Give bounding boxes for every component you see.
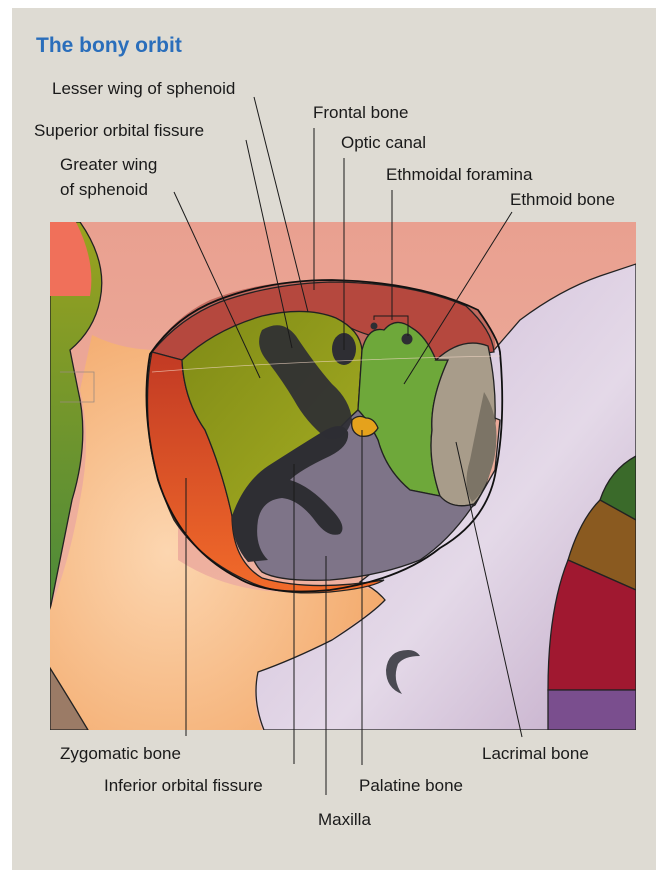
label-ethmoidal-foramina: Ethmoidal foramina xyxy=(386,165,533,184)
label-optic-canal: Optic canal xyxy=(341,133,426,152)
right-purple-region xyxy=(548,690,636,730)
label-greater-wing-line-2: of sphenoid xyxy=(60,180,148,199)
label-lesser-wing-of-sphenoid: Lesser wing of sphenoid xyxy=(52,79,235,98)
label-zygomatic-bone: Zygomatic bone xyxy=(60,744,181,763)
anterior-ethmoidal-foramen xyxy=(371,323,378,330)
posterior-ethmoidal-foramen xyxy=(402,334,413,345)
label-palatine-bone: Palatine bone xyxy=(359,776,463,795)
label-maxilla: Maxilla xyxy=(318,810,371,829)
label-frontal-bone: Frontal bone xyxy=(313,103,408,122)
orbit-illustration xyxy=(50,222,636,730)
label-lacrimal-bone: Lacrimal bone xyxy=(482,744,589,763)
label-superior-orbital-fissure: Superior orbital fissure xyxy=(34,121,204,140)
label-greater-wing-line-1: Greater wing xyxy=(60,155,157,174)
label-ethmoid-bone: Ethmoid bone xyxy=(510,190,615,209)
label-inferior-orbital-fissure: Inferior orbital fissure xyxy=(104,776,263,795)
